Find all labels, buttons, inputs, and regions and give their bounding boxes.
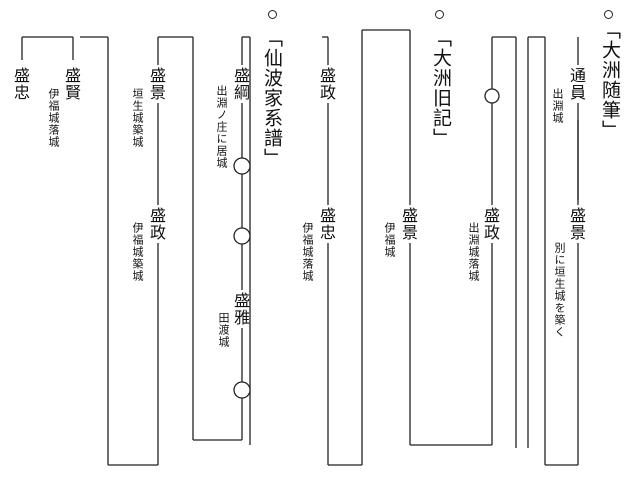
castle-note-morikata: 伊福城落城 bbox=[47, 88, 60, 148]
person-morikata: 盛賢 bbox=[62, 65, 81, 103]
person-morikage-keifu: 盛景 bbox=[147, 65, 166, 103]
person-morikage-1: 盛景 bbox=[567, 205, 586, 243]
source-mark-keifu bbox=[268, 10, 277, 19]
person-morimasa-jr: 盛雅 bbox=[231, 290, 250, 328]
unknown-ancestor-mark bbox=[484, 88, 500, 104]
person-morimasa-kyuki: 盛政 bbox=[481, 205, 500, 243]
person-morikage-kyuki: 盛景 bbox=[399, 205, 418, 243]
unknown-descendant-mark-2 bbox=[233, 227, 251, 245]
person-morimasa-top: 盛政 bbox=[317, 65, 336, 103]
castle-note-morimasa-keifu: 伊福城築城 bbox=[131, 222, 144, 282]
person-michikazu: 通員 bbox=[567, 65, 586, 103]
castle-note-morimasa-jr: 田渡城 bbox=[217, 312, 230, 348]
castle-note-morikage-1: 別に垣生城を築く bbox=[553, 242, 566, 338]
person-moritsuna: 盛綱 bbox=[231, 65, 250, 103]
castle-note-moritada-kyuki: 伊福城落城 bbox=[301, 222, 314, 282]
source-title-kyuki: 「大洲旧記」 bbox=[430, 28, 452, 148]
castle-note-morikage-kyuki: 伊福城 bbox=[383, 222, 396, 258]
castle-note-michikazu: 出淵城 bbox=[551, 88, 564, 124]
source-mark-zuihitsu bbox=[604, 10, 613, 19]
castle-note-moritsuna: 出淵ノ庄に居城 bbox=[215, 85, 228, 169]
unknown-descendant-mark-3 bbox=[233, 381, 251, 399]
source-title-keifu: 「仙波家系譜」 bbox=[261, 28, 283, 168]
unknown-descendant-mark-1 bbox=[233, 157, 251, 175]
person-moritada-left: 盛忠 bbox=[11, 65, 30, 103]
source-title-zuihitsu: 「大洲随筆」 bbox=[599, 20, 621, 140]
source-mark-kyuki bbox=[435, 10, 444, 19]
person-morimasa-keifu: 盛政 bbox=[147, 205, 166, 243]
castle-note-morikage-keifu: 垣生城築城 bbox=[131, 88, 144, 148]
castle-note-morimasa-kyuki: 出淵城落城 bbox=[467, 222, 480, 282]
person-moritada-kyuki: 盛忠 bbox=[317, 205, 336, 243]
